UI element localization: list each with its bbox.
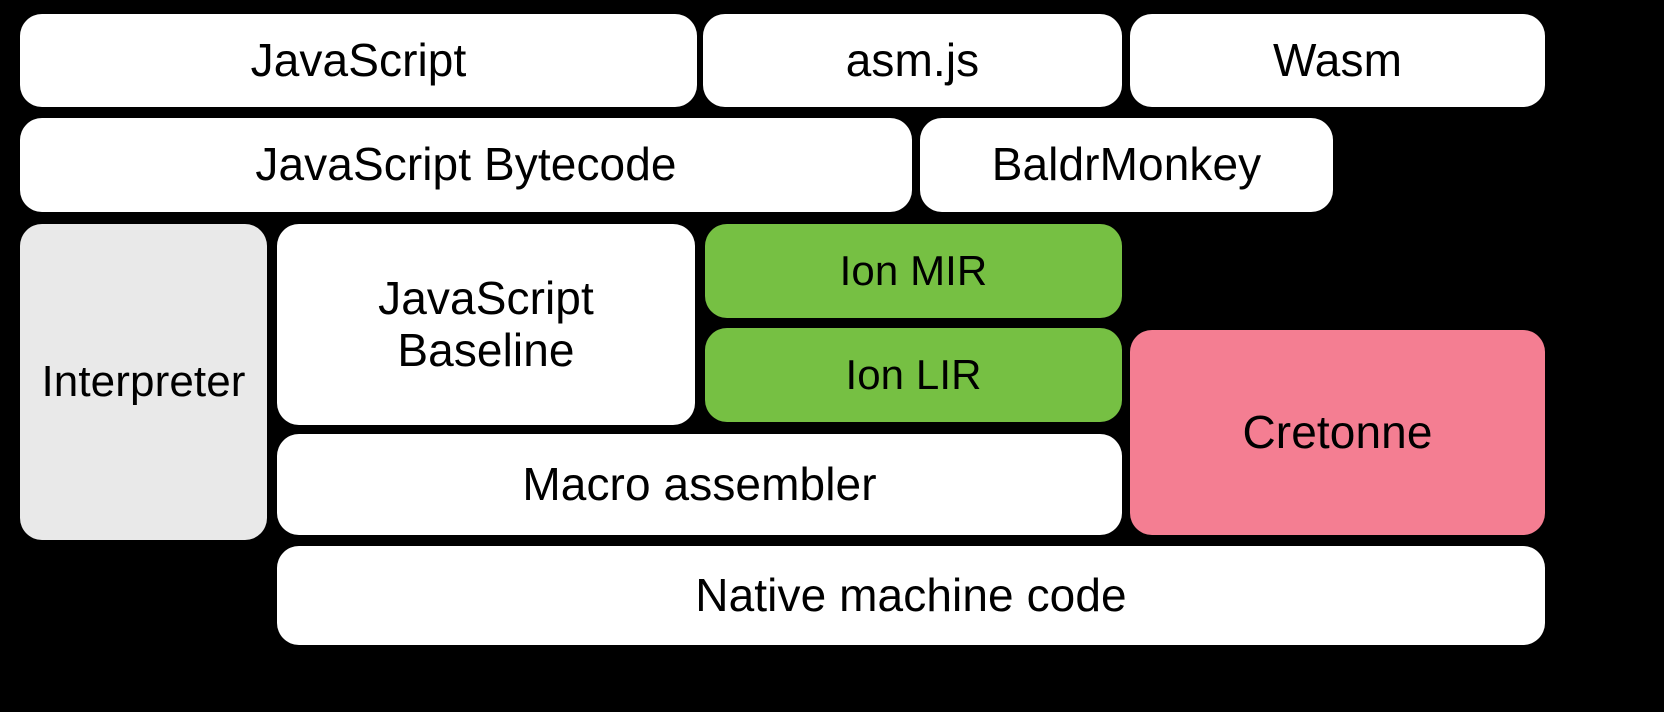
node-ion-mir: Ion MIR: [705, 224, 1122, 318]
node-label: JavaScript Baseline: [378, 271, 594, 376]
node-cretonne: Cretonne: [1130, 330, 1545, 535]
node-label: asm.js: [845, 33, 980, 86]
node-asm-js: asm.js: [703, 14, 1122, 107]
node-wasm: Wasm: [1130, 14, 1545, 107]
node-label: Cretonne: [1242, 405, 1433, 458]
node-javascript-baseline: JavaScript Baseline: [277, 224, 695, 425]
node-baldrmonkey: BaldrMonkey: [920, 118, 1333, 212]
node-label: Ion MIR: [839, 247, 988, 295]
node-label: Ion LIR: [845, 351, 982, 399]
node-native-machine-code: Native machine code: [277, 546, 1545, 645]
node-ion-lir: Ion LIR: [705, 328, 1122, 422]
node-javascript: JavaScript: [20, 14, 697, 107]
node-macro-assembler: Macro assembler: [277, 434, 1122, 535]
node-label: JavaScript Bytecode: [255, 138, 677, 191]
node-label: BaldrMonkey: [991, 138, 1262, 191]
node-javascript-bytecode: JavaScript Bytecode: [20, 118, 912, 212]
node-label: Wasm: [1272, 33, 1402, 86]
node-label: Native machine code: [695, 568, 1127, 621]
node-label: Macro assembler: [522, 457, 877, 510]
node-label: JavaScript: [250, 33, 467, 86]
node-interpreter: Interpreter: [20, 224, 267, 540]
node-label: Interpreter: [41, 357, 246, 407]
